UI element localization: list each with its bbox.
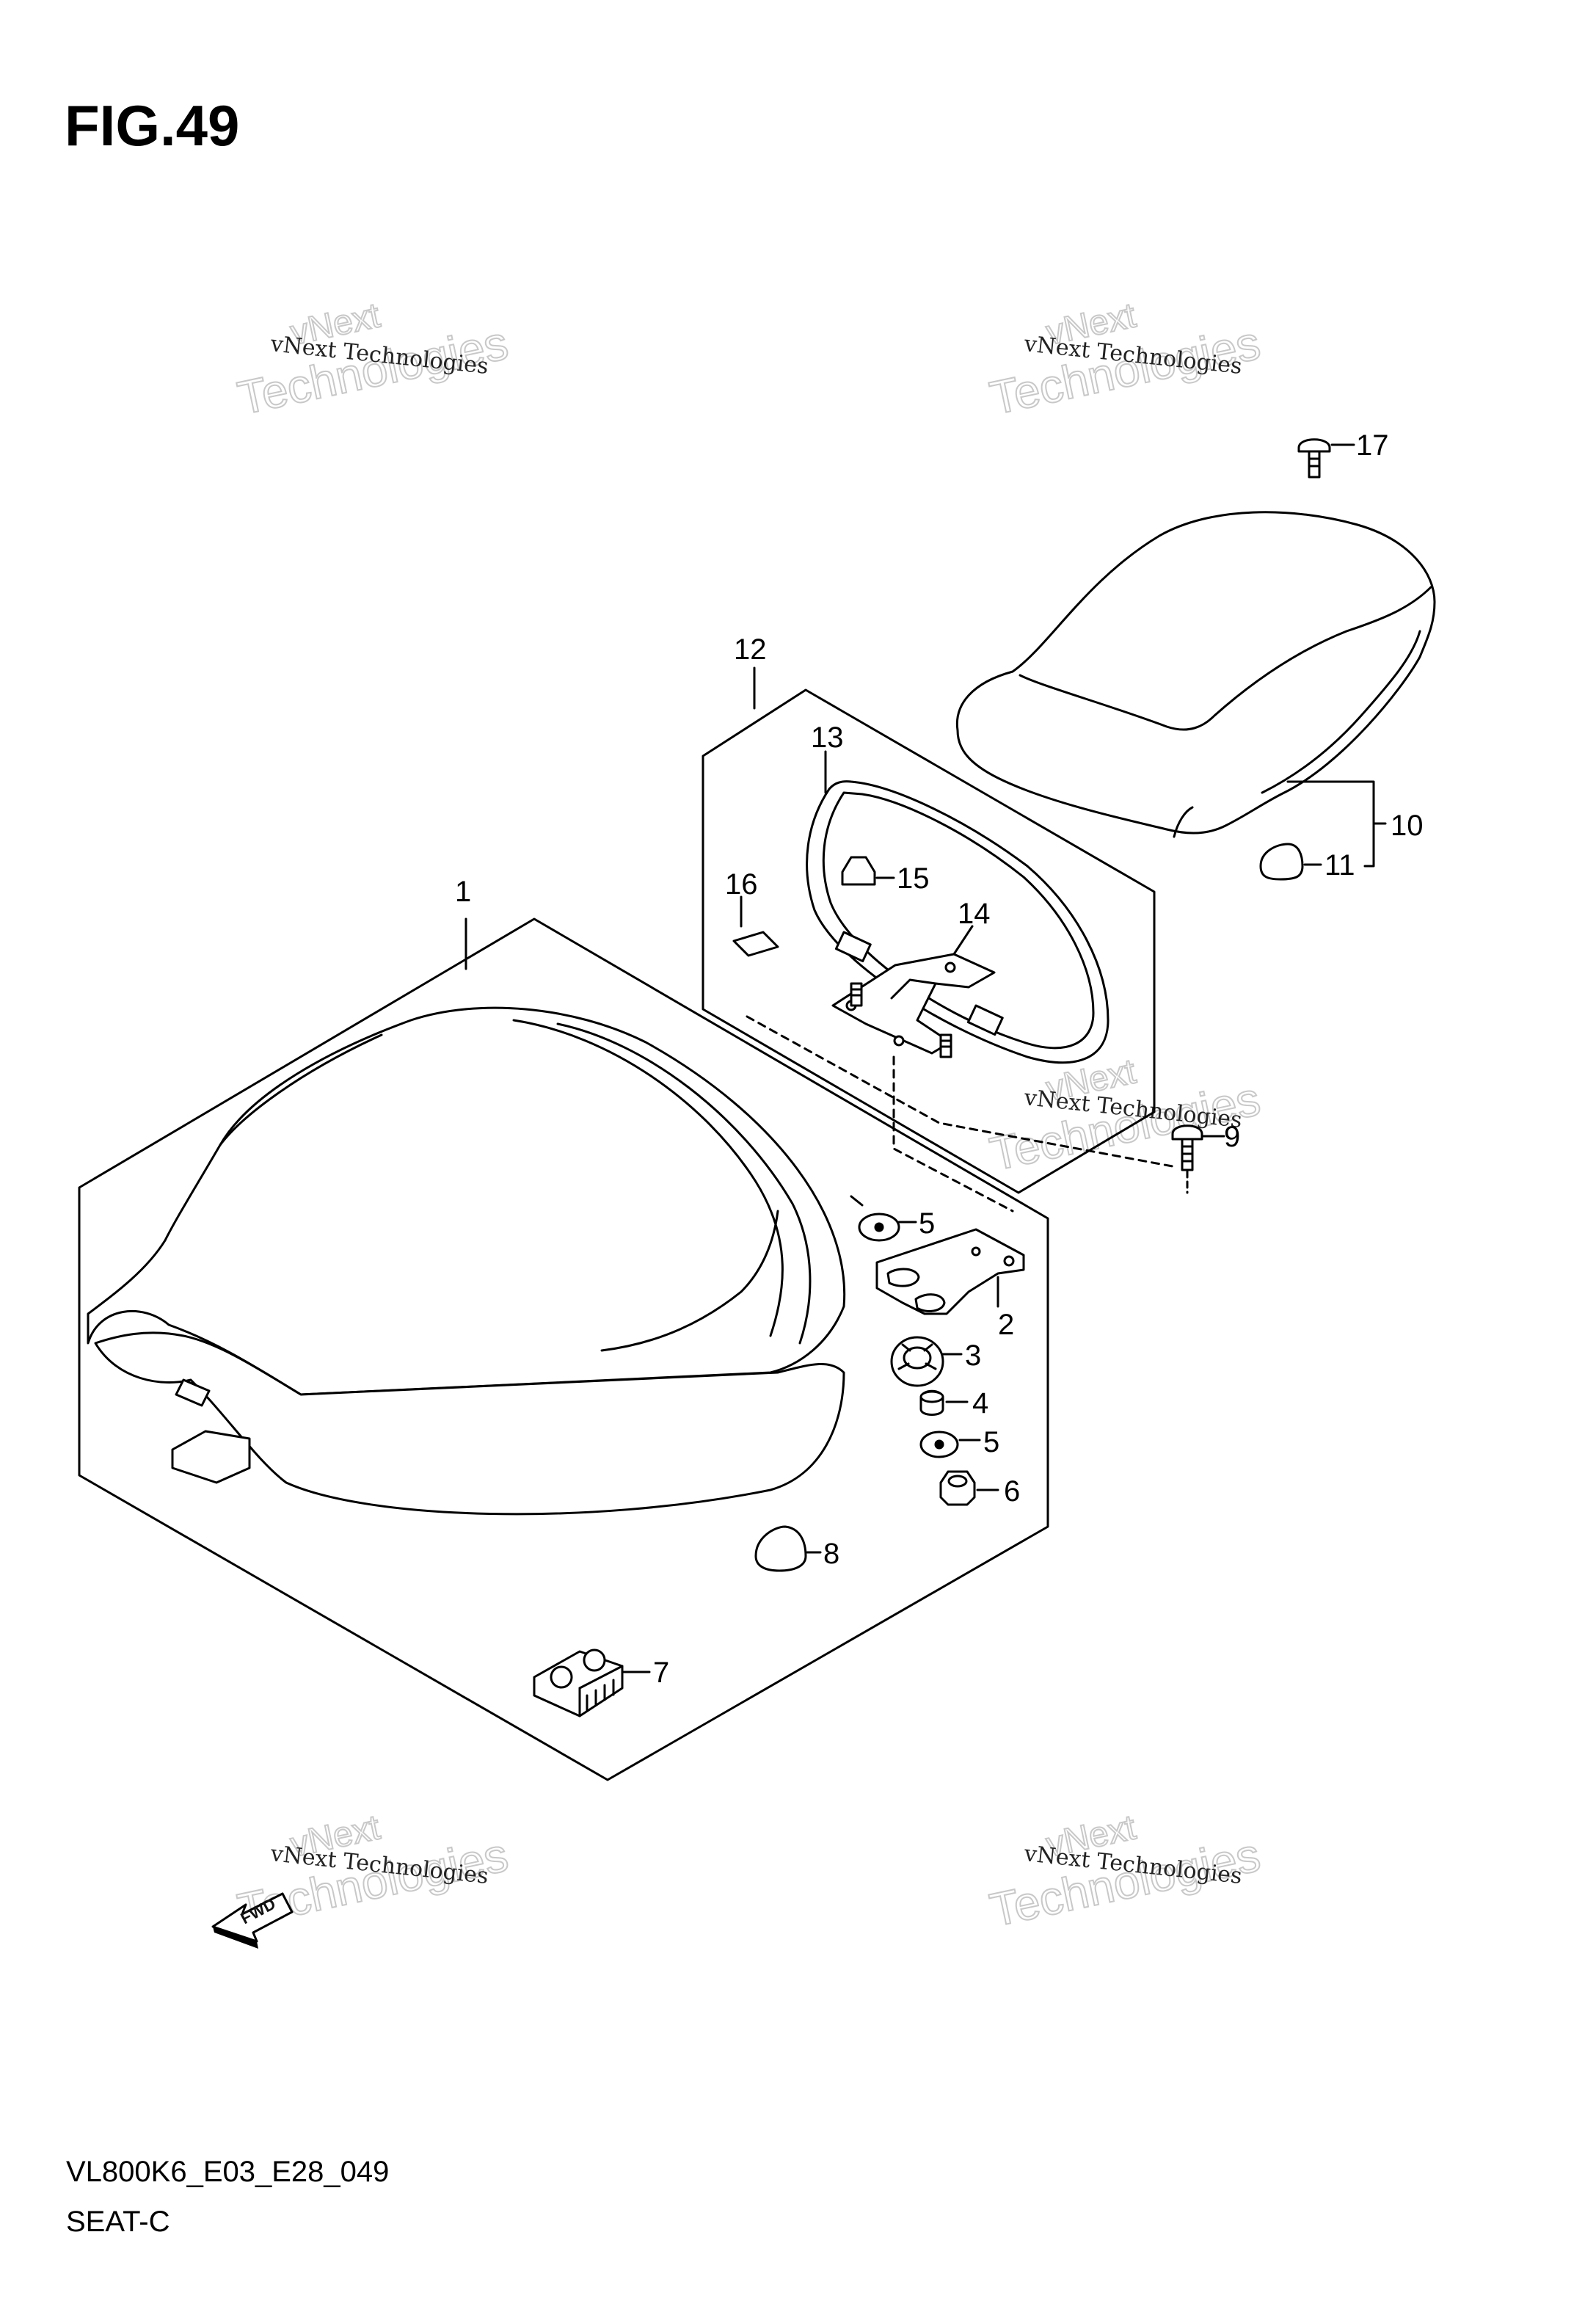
callout-2: 2 (998, 1309, 1014, 1341)
front-seat-assembly-outline (78, 917, 1049, 1781)
callout-6: 6 (1004, 1475, 1020, 1508)
washer-5-lower[interactable] (919, 1431, 959, 1458)
leader-14 (952, 925, 974, 956)
cushion-8[interactable] (754, 1525, 807, 1572)
callout-17: 17 (1356, 429, 1389, 462)
bracket-bolt-left[interactable] (850, 982, 863, 1007)
callout-9: 9 (1224, 1121, 1240, 1153)
pad-16[interactable] (732, 931, 779, 957)
cap-11[interactable] (1259, 843, 1304, 881)
rail-clip-left (834, 931, 872, 963)
callout-5-lower: 5 (983, 1426, 999, 1458)
mount-line-b (746, 1015, 1178, 1168)
nut-6[interactable] (939, 1470, 976, 1506)
figure-title: FIG.49 (65, 93, 239, 158)
front-seat[interactable] (87, 1006, 846, 1516)
callout-4: 4 (972, 1387, 988, 1419)
mount-line-a (892, 1055, 1014, 1213)
callout-7: 7 (653, 1657, 669, 1689)
screw-17[interactable] (1297, 438, 1331, 479)
callout-3: 3 (965, 1339, 981, 1372)
callout-8: 8 (823, 1538, 839, 1570)
rear-seat[interactable] (955, 511, 1436, 838)
nut-15[interactable] (841, 856, 876, 886)
callout-5-upper: 5 (919, 1207, 935, 1240)
seat-rail[interactable] (806, 780, 1109, 1064)
callout-1: 1 (455, 876, 471, 908)
callout-12: 12 (734, 633, 767, 666)
bracket-bolt-right[interactable] (939, 1033, 952, 1058)
watermark-bottom-right: Technologies vNext vNext Technologies (985, 1807, 1265, 1937)
bolt-9[interactable] (1171, 1124, 1203, 1171)
collar-4[interactable] (919, 1389, 944, 1416)
watermark-top-left: Technologies vNext vNext Technologies (233, 295, 513, 425)
watermark-top-right: Technologies vNext vNext Technologies (985, 295, 1265, 425)
callout-13: 13 (811, 721, 844, 754)
bracket-2[interactable] (875, 1228, 1025, 1315)
callout-11: 11 (1324, 849, 1355, 881)
clamp-7[interactable] (533, 1648, 624, 1717)
callout-15: 15 (897, 862, 930, 895)
washer-5-upper[interactable] (858, 1213, 900, 1242)
tick-5-upper (850, 1195, 864, 1207)
rail-clip-right (966, 1004, 1004, 1036)
callout-10: 10 (1391, 810, 1424, 842)
watermark-mid-right: Technologies vNext vNext Technologies (985, 1051, 1265, 1181)
callout-14: 14 (958, 898, 991, 930)
footer-code: VL800K6_E03_E28_049 (66, 2156, 389, 2188)
footer-name: SEAT-C (66, 2206, 170, 2238)
seat-rail-assembly-outline (702, 688, 1156, 1194)
callout-16: 16 (725, 868, 758, 901)
damper-3[interactable] (890, 1336, 944, 1387)
